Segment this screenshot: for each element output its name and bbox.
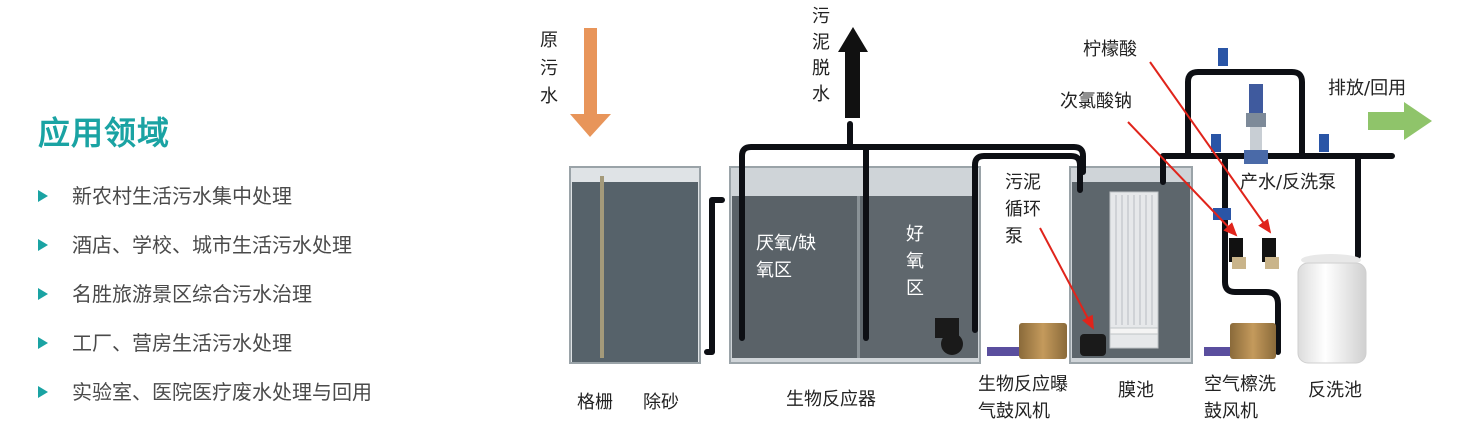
sludge-dewatering-arrow-icon — [838, 27, 868, 118]
svg-text:泵: 泵 — [1005, 226, 1023, 247]
raw-water-label: 原 — [540, 30, 558, 51]
list-item: 工厂、营房生活污水处理 — [38, 330, 372, 379]
svg-text:循环: 循环 — [1005, 199, 1041, 220]
bioreactor-tank — [729, 166, 981, 364]
raw-water-arrow-icon — [570, 28, 611, 137]
list-item: 新农村生活污水集中处理 — [38, 183, 372, 232]
application-list: 新农村生活污水集中处理 酒店、学校、城市生活污水处理 名胜旅游景区综合污水治理 … — [38, 183, 372, 428]
svg-text:氧区: 氧区 — [756, 260, 792, 281]
svg-text:氧: 氧 — [906, 251, 924, 272]
list-item: 实验室、医院医疗废水处理与回用 — [38, 379, 372, 428]
membrane-tank — [1069, 166, 1193, 364]
bioreactor-label: 生物反应器 — [786, 389, 876, 410]
pipes — [704, 69, 1395, 355]
discharge-reuse-label: 排放/回用 — [1328, 78, 1406, 99]
anoxic-zone-label: 厌氧/缺 — [756, 233, 816, 254]
svg-text:泥: 泥 — [812, 32, 830, 53]
hypochlorite-pointer — [1127, 121, 1238, 237]
triangle-bullet-icon — [38, 337, 48, 349]
aerobic-zone-label: 好 — [906, 224, 924, 245]
list-item: 名胜旅游景区综合污水治理 — [38, 281, 372, 330]
triangle-bullet-icon — [38, 386, 48, 398]
air-scour-blower-label: 空气檫洗 — [1204, 374, 1276, 395]
sludge-dewatering-label: 污 — [812, 6, 830, 27]
citric-acid-label: 柠檬酸 — [1083, 39, 1137, 60]
blower-icon — [987, 323, 1276, 359]
bio-blower-label: 生物反应曝 — [978, 374, 1068, 395]
svg-text:水: 水 — [812, 84, 830, 105]
product-backwash-pump-label: 产水/反洗泵 — [1240, 172, 1336, 193]
grille-grit-tank — [569, 166, 701, 364]
svg-text:气鼓风机: 气鼓风机 — [978, 401, 1050, 422]
svg-text:鼓风机: 鼓风机 — [1204, 401, 1258, 422]
citric-acid-pointer — [1149, 61, 1272, 234]
triangle-bullet-icon — [38, 239, 48, 251]
membrane-module-icon — [1109, 191, 1159, 349]
dosing-pump-icon — [1229, 238, 1279, 269]
list-item: 酒店、学校、城市生活污水处理 — [38, 232, 372, 281]
svg-text:区: 区 — [906, 278, 924, 299]
backwash-tank — [1297, 254, 1367, 364]
backwash-tank-label: 反洗池 — [1308, 380, 1362, 401]
section-title: 应用领域 — [38, 114, 171, 152]
discharge-arrow-icon — [1368, 102, 1432, 140]
sludge-pump-pointer — [1039, 227, 1094, 330]
svg-text:水: 水 — [540, 86, 558, 107]
grit-removal-label: 除砂 — [643, 392, 679, 413]
svg-text:脱: 脱 — [812, 58, 830, 79]
membrane-tank-label: 膜池 — [1118, 380, 1154, 401]
sodium-hypochlorite-label: 次氯酸钠 — [1060, 91, 1132, 112]
grille-label: 格栅 — [577, 392, 613, 413]
triangle-bullet-icon — [38, 190, 48, 202]
sludge-recycle-pump-label: 污泥 — [1005, 172, 1041, 193]
svg-text:污: 污 — [540, 58, 558, 79]
product-backwash-pump-icon — [1244, 84, 1268, 164]
submersible-pump-icon — [935, 318, 1106, 356]
triangle-bullet-icon — [38, 288, 48, 300]
